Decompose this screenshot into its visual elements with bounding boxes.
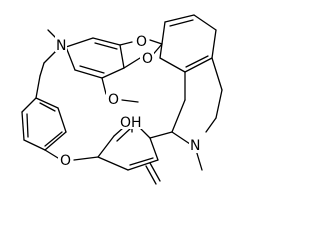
oxygen-label-top: O — [136, 34, 147, 50]
oxygen-label-upper-right: O — [142, 51, 153, 67]
nitrogen-label-left: N — [56, 38, 66, 54]
bond-lines — [21, 14, 223, 185]
hydroxyl-label: OH — [120, 115, 142, 131]
oxygen-label-methoxy: O — [108, 92, 119, 108]
oxygen-label-bottom: O — [60, 153, 71, 169]
nitrogen-label-right: N — [190, 138, 200, 154]
atom-labels: N O O O OH N O — [55, 33, 201, 169]
chemical-structure: N O O O OH N O — [21, 14, 223, 185]
